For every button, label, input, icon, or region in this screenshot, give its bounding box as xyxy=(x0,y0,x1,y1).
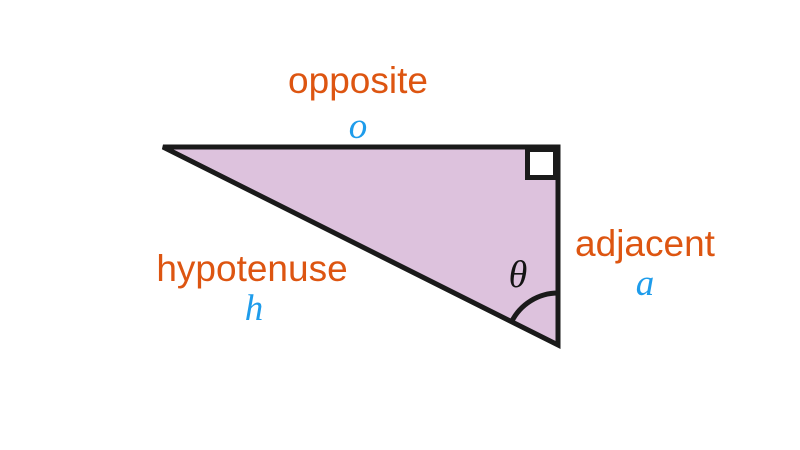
label-theta-symbol: θ xyxy=(508,254,528,296)
label-adjacent-symbol: a xyxy=(635,263,655,304)
theta-angle-arc xyxy=(509,290,559,324)
label-hypotenuse-word: hypotenuse xyxy=(156,248,348,289)
triangle-shape xyxy=(161,144,561,350)
label-opposite-word: opposite xyxy=(288,60,428,101)
right-angle-square xyxy=(525,147,558,180)
label-adjacent-word: adjacent xyxy=(575,223,715,264)
label-hypotenuse-symbol: h xyxy=(244,288,264,329)
label-opposite-symbol: o xyxy=(348,106,368,147)
